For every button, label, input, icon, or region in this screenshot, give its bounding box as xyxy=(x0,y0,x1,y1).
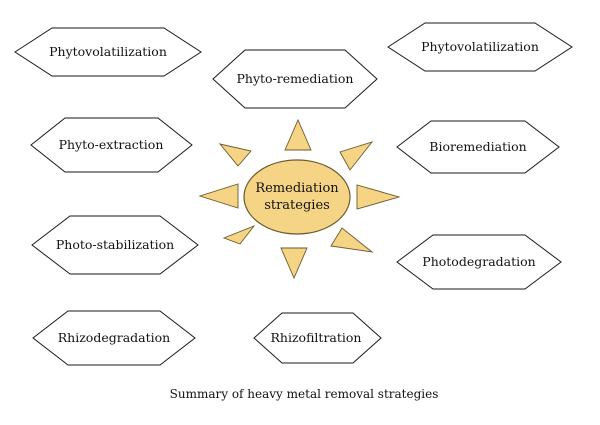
node-label: Photodegradation xyxy=(422,254,535,269)
node-phyto-remediation: Phyto-remediation xyxy=(212,49,378,109)
sun-ray-top-right xyxy=(339,141,374,171)
node-photodegradation: Photodegradation xyxy=(396,234,562,290)
node-rhizodegradation: Rhizodegradation xyxy=(32,310,196,366)
figure-caption: Summary of heavy metal removal strategie… xyxy=(170,387,439,401)
node-label: Phyto-remediation xyxy=(237,71,354,86)
node-label: Rhizofiltration xyxy=(271,330,362,345)
sun-ray-bottom-left xyxy=(222,224,256,245)
sun-ray-bottom-right xyxy=(330,227,374,253)
node-label: Phytovolatilization xyxy=(421,39,539,54)
sun-rays xyxy=(198,118,401,280)
node-phytovolatilization-left: Phytovolatilization xyxy=(14,27,202,77)
node-photo-stabilization: Photo-stabilization xyxy=(31,215,199,275)
node-bioremediation: Bioremediation xyxy=(396,120,560,174)
node-label: Phytovolatilization xyxy=(49,44,167,59)
sun-ray-right xyxy=(356,184,401,210)
node-label: Phyto-extraction xyxy=(59,137,164,152)
sun-ray-left xyxy=(198,183,239,209)
sun-core xyxy=(243,159,351,235)
node-phyto-extraction: Phyto-extraction xyxy=(30,117,193,173)
sun-ray-top-left xyxy=(218,143,252,167)
node-label: Photo-stabilization xyxy=(56,237,174,252)
sun-ray-bottom xyxy=(280,247,308,280)
center-label-line1: Remediation xyxy=(255,181,339,196)
node-label: Bioremediation xyxy=(429,139,526,154)
center-label-line2: strategies xyxy=(264,198,330,213)
node-rhizofiltration: Rhizofiltration xyxy=(253,312,382,364)
node-label: Rhizodegradation xyxy=(58,330,170,345)
sun-ray-top xyxy=(284,118,312,151)
node-phytovolatilization-right: Phytovolatilization xyxy=(387,22,573,72)
